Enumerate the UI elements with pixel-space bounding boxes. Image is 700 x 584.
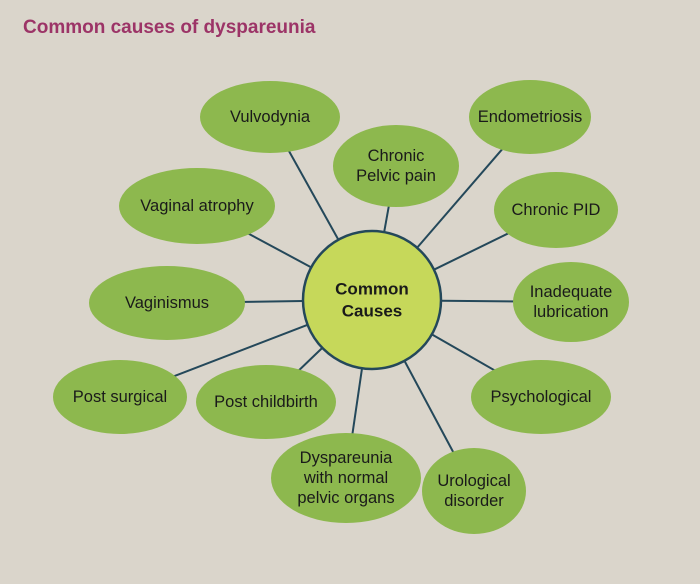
node-urological-disorder-label-line-2: disorder [444, 492, 504, 510]
center-label-line-1: Common [335, 280, 409, 299]
node-chronic-pid: Chronic PID [494, 172, 618, 248]
node-inadequate-lubrication-shape [513, 262, 629, 342]
node-inadequate-lubrication-label-line-2: lubrication [533, 303, 608, 321]
center-circle [301, 229, 443, 371]
node-inadequate-lubrication: Inadequate lubrication [513, 262, 629, 342]
node-vulvodynia-label-line-1: Vulvodynia [230, 108, 311, 126]
node-dyspareunia-normal: Dyspareunia with normal pelvic organs [271, 433, 421, 523]
node-post-surgical: Post surgical [53, 360, 187, 434]
node-urological-disorder-shape [422, 448, 526, 534]
node-chronic-pelvic-pain-label-line-2: Pelvic pain [356, 167, 436, 185]
node-endometriosis-label-line-1: Endometriosis [478, 108, 583, 126]
node-urological-disorder: Urological disorder [422, 448, 526, 534]
node-chronic-pid-label-line-1: Chronic PID [512, 201, 601, 219]
node-chronic-pelvic-pain-shape [333, 125, 459, 207]
node-psychological-label-line-1: Psychological [491, 388, 592, 406]
node-vulvodynia-shape [200, 81, 340, 153]
node-vaginismus-label-line-1: Vaginismus [125, 294, 209, 312]
node-endometriosis: Endometriosis [469, 80, 591, 154]
node-post-surgical-shape [53, 360, 187, 434]
node-post-surgical-label-line-1: Post surgical [73, 388, 167, 406]
node-vaginal-atrophy: Vaginal atrophy [119, 168, 275, 244]
node-vaginal-atrophy-shape [119, 168, 275, 244]
page-title: Common causes of dyspareunia [23, 17, 316, 38]
node-vaginismus-shape [89, 266, 245, 340]
node-urological-disorder-label-line-1: Urological [437, 472, 510, 490]
node-dyspareunia-normal-label-line-1: Dyspareunia [300, 449, 393, 467]
center-label-line-2: Causes [342, 302, 402, 321]
node-psychological: Psychological [471, 360, 611, 434]
node-dyspareunia-normal-label-line-3: pelvic organs [297, 489, 394, 507]
node-vaginismus: Vaginismus [89, 266, 245, 340]
node-post-childbirth: Post childbirth [196, 365, 336, 439]
node-dyspareunia-normal-shape [271, 433, 421, 523]
node-endometriosis-shape [469, 80, 591, 154]
node-post-childbirth-label-line-1: Post childbirth [214, 393, 318, 411]
node-vulvodynia: Vulvodynia [200, 81, 340, 153]
node-psychological-shape [471, 360, 611, 434]
node-vaginal-atrophy-label-line-1: Vaginal atrophy [140, 197, 254, 215]
node-chronic-pid-shape [494, 172, 618, 248]
node-post-childbirth-shape [196, 365, 336, 439]
node-dyspareunia-normal-label-line-2: with normal [303, 469, 388, 487]
node-inadequate-lubrication-label-line-1: Inadequate [530, 283, 613, 301]
node-chronic-pelvic-pain-label-line-1: Chronic [368, 147, 425, 165]
